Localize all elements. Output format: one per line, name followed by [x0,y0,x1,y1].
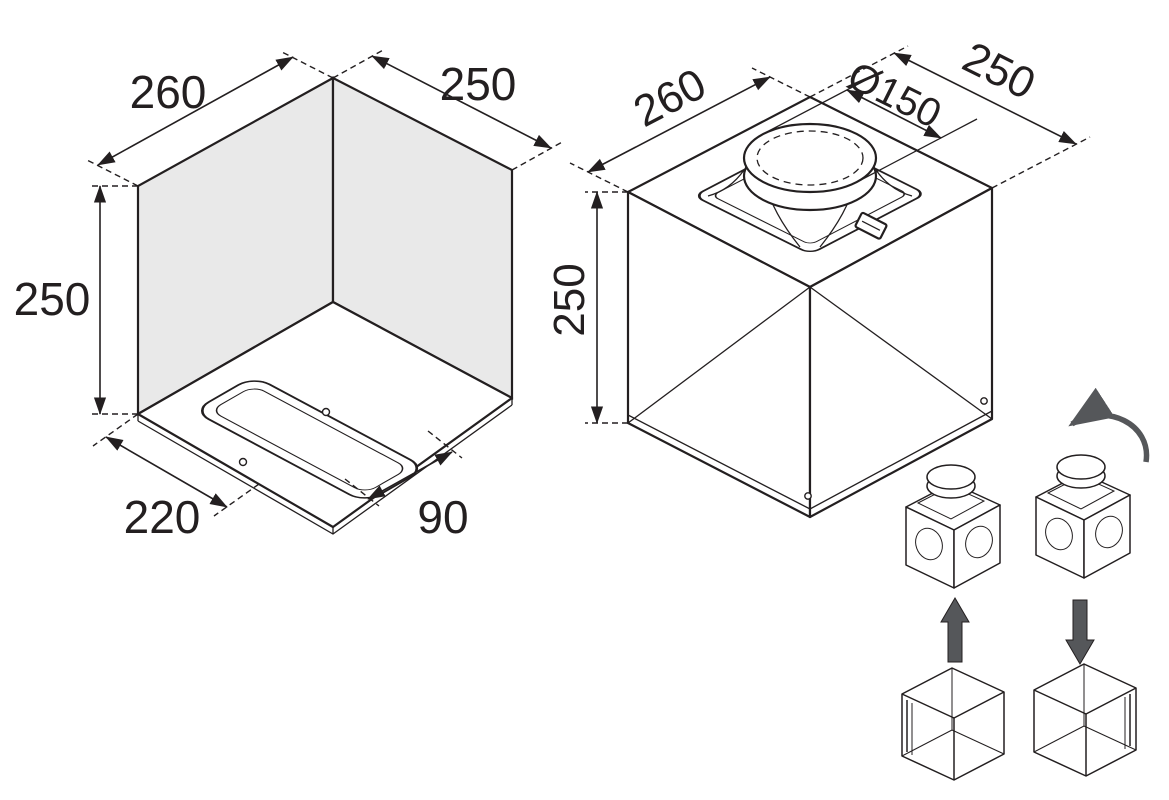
dim-220-left-view: 220 [92,413,260,543]
arrow-up-icon [940,597,970,663]
wireframe-cube-left [901,667,1005,781]
dim-label-260-left: 260 [130,66,207,118]
dim-250-height-left-view: 250 [14,185,138,415]
arrow-down-icon [1065,599,1095,665]
recirculation-box-view: 260 250 Ø150 250 [545,33,1091,519]
dim-label-250-right: 250 [955,33,1043,110]
corner-niche-view: 260 250 250 220 90 [14,48,565,543]
dim-label-260-right: 260 [626,59,714,136]
mini-box-right [1035,454,1131,579]
wireframe-cube-right [1033,663,1137,777]
box-inner-edges [627,286,993,510]
box-screw-right [980,397,988,405]
duct-collar [742,122,878,212]
dim-label-90: 90 [417,491,468,543]
dim-label-220: 220 [124,491,201,543]
plate-clip [854,211,888,240]
dim-label-250-top-right: 250 [440,58,517,110]
dim-260-left-view: 260 [84,50,334,187]
dim-90-left-view: 90 [344,430,469,543]
screw-dot-bottom [238,457,248,467]
screw-dot-top [321,407,331,417]
rotate-arrow-icon [1068,387,1150,463]
box-screw-front [804,492,812,500]
dim-250-height-right-view: 250 [545,191,628,424]
mini-box-left [905,464,1001,589]
mounting-sequence [901,387,1150,781]
dim-label-250-height-right: 250 [545,263,594,336]
dim-label-250-height: 250 [14,273,91,325]
dim-250-top-right-left-view: 250 [332,48,565,171]
duct-circle-dashed [756,130,864,186]
